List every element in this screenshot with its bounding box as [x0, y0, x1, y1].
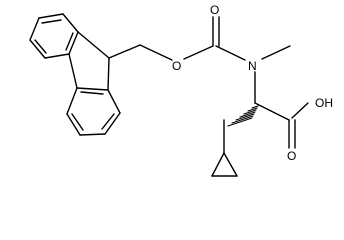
hashed-wedge-bond [227, 105, 259, 127]
fluorene-five-ring [68, 31, 110, 91]
chemical-structure: O O N OH O [29, 3, 333, 177]
cyclopropyl-group [211, 119, 238, 177]
carbonyl-oxygen-label: O [210, 3, 219, 17]
nitrogen-label: N [248, 59, 257, 73]
fluorene-upper-ring [29, 13, 79, 59]
fmoc-linker-bonds [108, 16, 246, 61]
hydroxyl-label: OH [315, 96, 333, 110]
backbone-bonds [254, 45, 309, 149]
fluorene-lower-ring [66, 87, 121, 136]
ester-oxygen-label: O [172, 59, 181, 73]
acid-carbonyl-oxygen-label: O [287, 149, 296, 163]
